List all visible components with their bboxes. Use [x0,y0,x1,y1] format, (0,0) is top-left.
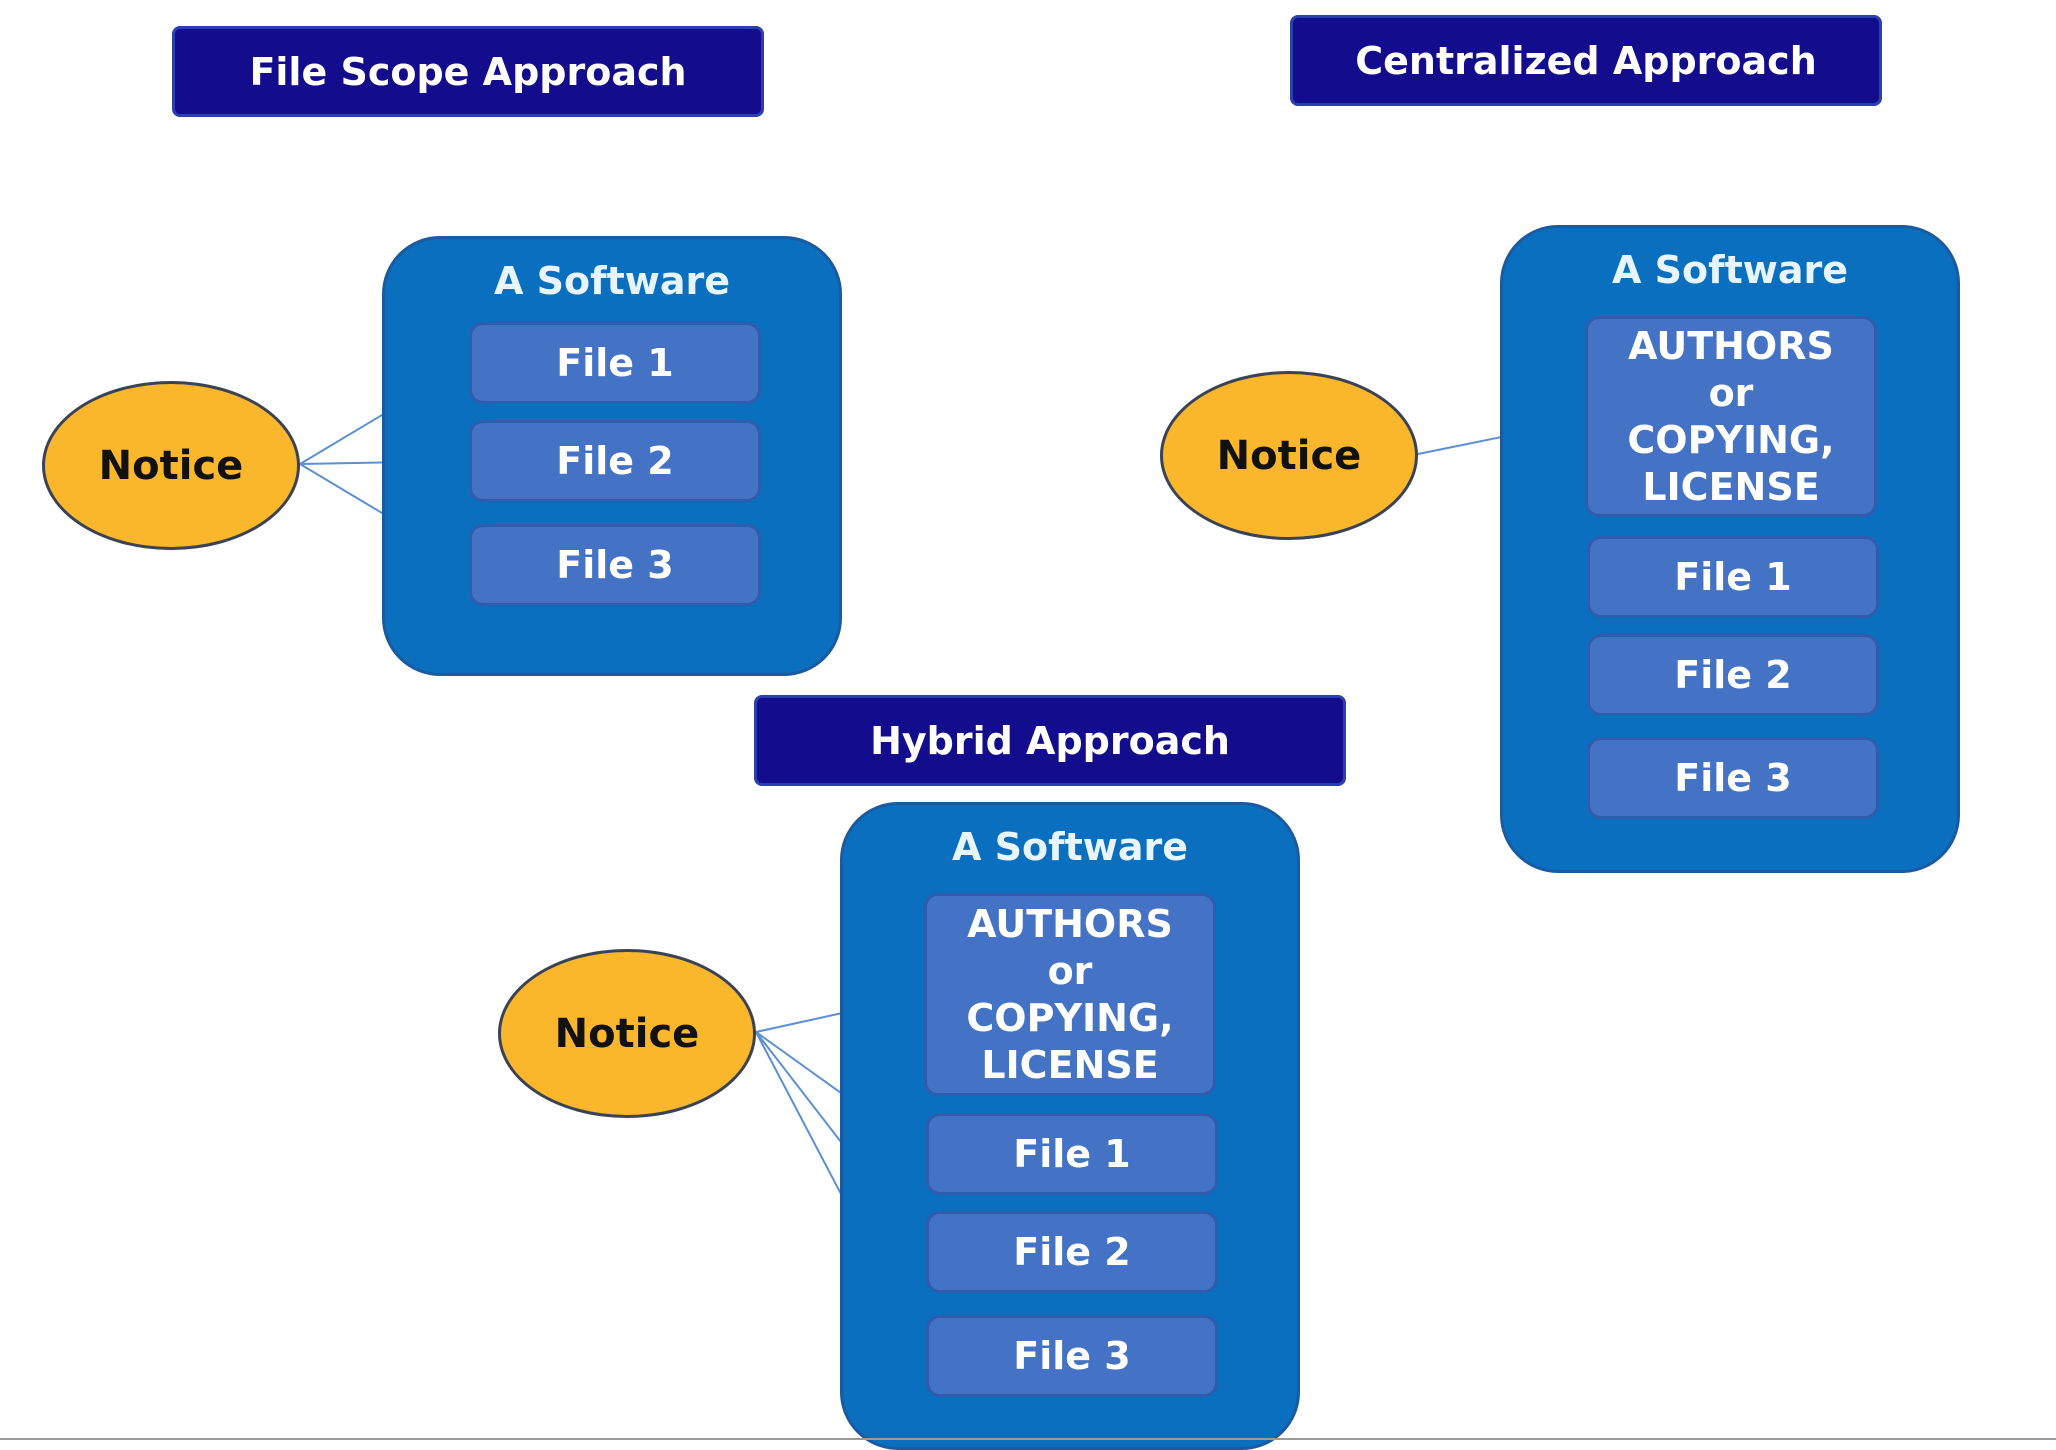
file-scope-file-2: File 2 [469,420,761,502]
centralized-file-2: File 2 [1587,634,1879,716]
hybrid-meta-file: AUTHORS or COPYING, LICENSE [924,893,1216,1096]
file-scope-notice: Notice [42,381,300,550]
file-scope-file-3: File 3 [469,524,761,606]
centralized-meta-file: AUTHORS or COPYING, LICENSE [1585,316,1877,517]
software-label: A Software [1611,248,1849,292]
centralized-file-1: File 1 [1587,536,1879,618]
hybrid-file-1: File 1 [926,1113,1218,1195]
centralized-title: Centralized Approach [1290,15,1882,106]
hybrid-notice: Notice [498,949,756,1118]
hybrid-title: Hybrid Approach [754,695,1346,786]
centralized-file-3: File 3 [1587,737,1879,819]
file-scope-title: File Scope Approach [172,26,764,117]
file-scope-file-1: File 1 [469,322,761,404]
software-label: A Software [493,259,731,303]
bottom-divider [0,1438,2056,1440]
hybrid-file-2: File 2 [926,1211,1218,1293]
centralized-notice: Notice [1160,371,1418,540]
software-label: A Software [951,825,1189,869]
hybrid-file-3: File 3 [926,1315,1218,1397]
